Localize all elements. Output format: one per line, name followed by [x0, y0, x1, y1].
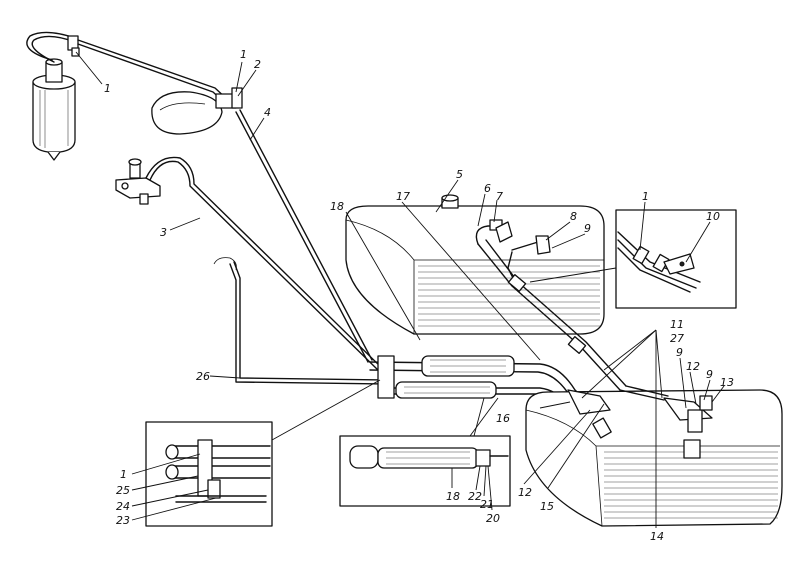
label-9-right: 9 [706, 368, 713, 381]
label-21: 21 [480, 498, 494, 511]
label-18-upper: 18 [330, 200, 344, 213]
fuel-pump [115, 158, 161, 205]
label-15: 15 [540, 500, 554, 513]
label-7: 7 [496, 190, 503, 203]
label-25: 25 [116, 484, 130, 497]
label-13: 13 [720, 376, 734, 389]
label-11: 11 [670, 318, 684, 331]
label-18-lower: 18 [446, 490, 460, 503]
label-9-mid: 9 [676, 346, 683, 359]
label-4: 4 [264, 106, 271, 119]
label-8: 8 [570, 210, 577, 223]
label-1-filter: 1 [104, 82, 111, 95]
label-10: 10 [706, 210, 720, 223]
filter-pipe [26, 31, 76, 61]
part-number-labels: 1 1 2 4 3 5 17 6 7 8 9 18 1 10 11 27 9 1… [104, 48, 734, 543]
inset-clip-detail [615, 209, 737, 309]
inset-filter-detail [339, 435, 511, 507]
label-2: 2 [254, 58, 261, 71]
label-6: 6 [484, 182, 491, 195]
fuel-tank-13 [525, 389, 783, 527]
pipe-clip-top [67, 35, 80, 57]
label-1-clip: 1 [240, 48, 247, 61]
carburetor-body [151, 91, 223, 135]
tank5-fittings [475, 219, 551, 255]
fuel-tank-5 [345, 194, 605, 335]
label-5: 5 [456, 168, 463, 181]
label-23: 23 [116, 514, 130, 527]
tank13-fittings [567, 389, 713, 459]
fuel-filter [32, 58, 76, 161]
label-17: 17 [396, 190, 410, 203]
pipe-4 [239, 109, 373, 361]
inset-clamp-detail [145, 421, 273, 527]
pipe-26 [233, 261, 391, 381]
label-27: 27 [670, 332, 684, 345]
leader-lines [75, 51, 725, 528]
pipe-26-end [213, 257, 237, 271]
pipe-tank5 [477, 243, 621, 391]
pipe-3 [149, 160, 381, 373]
label-14: 14 [650, 530, 664, 543]
label-9-upper: 9 [584, 222, 591, 235]
label-16: 16 [496, 412, 510, 425]
label-26: 26 [196, 370, 210, 383]
pipe-clip-2 [215, 87, 243, 109]
label-1-inset: 1 [642, 190, 649, 203]
label-22: 22 [468, 490, 482, 503]
label-24: 24 [116, 500, 130, 513]
label-12-right: 12 [686, 360, 700, 373]
filter-tube-assembly [369, 355, 591, 411]
label-20: 20 [486, 512, 500, 525]
label-3: 3 [160, 226, 167, 239]
label-1-lower: 1 [120, 468, 127, 481]
label-12-lower: 12 [518, 486, 532, 499]
